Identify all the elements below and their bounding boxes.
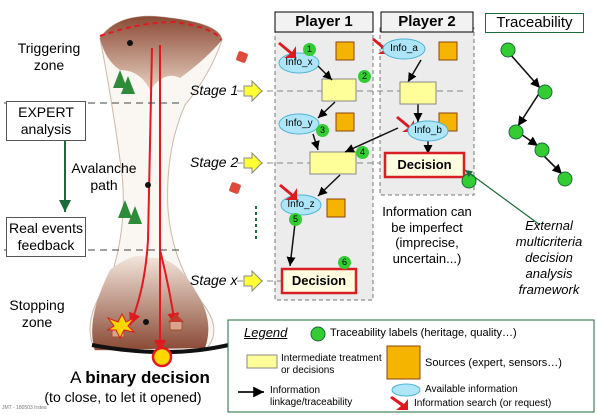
legend-box-icon [246, 354, 278, 369]
source-icons [326, 41, 458, 218]
decision-label-1: Decision [291, 273, 347, 288]
triggering-dot [127, 40, 133, 46]
traceability-chain [509, 53, 563, 175]
number-badge: 3 [316, 124, 329, 137]
number-badge: 2 [358, 70, 371, 83]
info-z-label: Info_z [287, 199, 315, 210]
legend-info-icon [391, 383, 421, 397]
player2-title-box [380, 11, 474, 33]
real-events-feedback-label: Real events feedback [6, 217, 86, 257]
legend-title: Legend [244, 325, 288, 340]
info-a-label: Info_a [390, 43, 418, 54]
path-dot [145, 182, 151, 188]
binary-decision-sub: (to close, to let it opened) [44, 389, 202, 405]
stopping-zone-shape [92, 255, 209, 350]
legend-traceability-text: Traceability labels (heritage, quality…) [330, 327, 517, 339]
player1-title: Player 1 [295, 13, 353, 30]
legend-available-text: Available information [425, 384, 518, 395]
binary-decision-label: A binary decision [70, 368, 210, 387]
legend-source-icon [386, 345, 421, 380]
treatment-box-1 [321, 78, 357, 102]
legend-search-text: Information search (or request) [414, 398, 552, 409]
player2-title: Player 2 [398, 13, 456, 30]
credit-text: JMT - 180503 Irstea [2, 405, 47, 411]
legend-linkage-text: Information linkage/traceability [270, 385, 353, 408]
dice-icon [236, 51, 248, 63]
treatment-box-3 [399, 81, 437, 105]
avalanche-flow-line-2 [129, 47, 153, 326]
stopping-dot [143, 319, 149, 325]
triggering-zone-label: Triggering zone [17, 40, 81, 73]
avalanche-path-label: Avalanche path [71, 160, 137, 193]
expert-analysis-label: EXPERT analysis [6, 101, 86, 141]
decision-box-2 [383, 151, 466, 179]
stage-label: Stage 2 [190, 154, 239, 170]
decision-label-2: Decision [397, 157, 452, 172]
info-b-label: Info_b [414, 125, 442, 136]
legend-search-icon [390, 396, 408, 410]
external-note: External multicriteria decision analysis… [515, 218, 583, 297]
number-badge: 1 [303, 43, 316, 56]
info-a-ellipse [382, 38, 426, 60]
number-badge: 4 [356, 146, 369, 159]
external-link-line [464, 169, 541, 226]
number-badge: 6 [338, 256, 351, 269]
tree-icons [113, 70, 142, 224]
traceability-nodes [500, 42, 573, 187]
traceability-title: Traceability [485, 13, 584, 33]
player1-title-box [274, 11, 374, 33]
binary-decision-circle [151, 346, 173, 368]
information-note: Information can be imperfect (imprecise,… [382, 204, 472, 266]
stage-label: Stage x [190, 272, 238, 288]
stopping-zone-label: Stopping zone [9, 297, 65, 330]
legend-intermediate-text: Intermediate treatment or decisions [281, 353, 382, 376]
crown-dashes [99, 20, 222, 41]
legend-green-icon [310, 326, 326, 342]
info-y-label: Info_y [285, 118, 313, 129]
treatment-box-2 [309, 151, 357, 175]
decision-box-1 [280, 267, 358, 295]
impact-burst-icon [106, 312, 136, 340]
legend-sources-text: Sources (expert, sensors…) [425, 357, 562, 369]
info-b-ellipse [407, 120, 449, 142]
stage-label: Stage 1 [190, 82, 239, 98]
info-x-label: Info_x [285, 57, 313, 68]
dice-icon-2 [229, 182, 241, 194]
number-badge: 5 [289, 213, 302, 226]
stage-arrows [243, 79, 263, 293]
